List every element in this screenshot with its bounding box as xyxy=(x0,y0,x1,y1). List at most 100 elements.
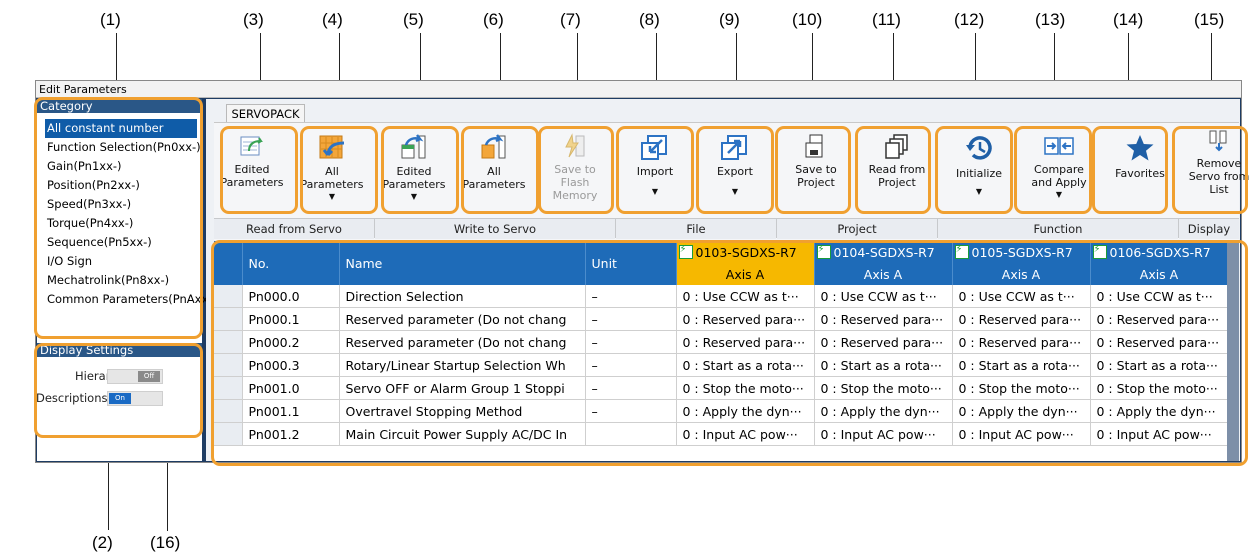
param-value-cell[interactable]: 0 : Input AC pow··· xyxy=(676,422,815,446)
dropdown-caret-icon: ▼ xyxy=(410,192,418,201)
param-value-cell[interactable]: 0 : Reserved para··· xyxy=(676,307,815,331)
parameter-grid[interactable]: No. Name Unit 0103-SGDXS-R7 0104-SGDXS-R… xyxy=(214,241,1239,461)
category-heading: Category xyxy=(37,99,202,113)
param-value-cell[interactable]: 0 : Use CCW as t··· xyxy=(952,285,1091,308)
button-label: All xyxy=(325,165,339,178)
param-value-cell[interactable]: 0 : Stop the moto··· xyxy=(952,376,1091,400)
row-selector[interactable] xyxy=(214,353,243,377)
compare-and-apply-button[interactable]: Compare and Apply ▼ xyxy=(1021,125,1097,215)
param-unit: – xyxy=(585,285,677,308)
param-unit xyxy=(585,422,677,446)
row-header-corner xyxy=(214,241,243,285)
read-from-project-button[interactable]: Read from Project xyxy=(860,125,934,215)
param-value-cell[interactable]: 0 : Use CCW as t··· xyxy=(676,285,815,308)
read-edited-parameters-button[interactable]: Edited Parameters xyxy=(214,125,290,215)
table-row[interactable]: Pn001.1 Overtravel Stopping Method – 0 :… xyxy=(214,399,1229,423)
hierarchy-toggle[interactable]: Off xyxy=(107,369,163,384)
category-item[interactable]: I/O Sign xyxy=(47,254,93,268)
param-value-cell[interactable]: 0 : Reserved para··· xyxy=(952,330,1091,354)
param-value-cell[interactable]: 0 : Start as a rota··· xyxy=(676,353,815,377)
param-name: Reserved parameter (Do not chang xyxy=(339,307,586,331)
row-selector[interactable] xyxy=(214,422,243,446)
button-label: Flash xyxy=(560,176,590,189)
table-row[interactable]: Pn001.2 Main Circuit Power Supply AC/DC … xyxy=(214,422,1229,446)
callout-label: (3) xyxy=(243,10,264,29)
row-selector[interactable] xyxy=(214,376,243,400)
table-row[interactable]: Pn000.2 Reserved parameter (Do not chang… xyxy=(214,330,1229,354)
param-value-cell[interactable]: 0 : Stop the moto··· xyxy=(814,376,953,400)
save-to-flash-memory-button[interactable]: Save to Flash Memory xyxy=(538,125,612,215)
read-all-icon xyxy=(319,135,345,159)
table-row[interactable]: Pn000.1 Reserved parameter (Do not chang… xyxy=(214,307,1229,331)
param-value-cell[interactable]: 0 : Apply the dyn··· xyxy=(952,399,1091,423)
category-list[interactable]: All constant number Function Selection(P… xyxy=(45,119,217,309)
category-item[interactable]: Speed(Pn3xx-) xyxy=(47,197,132,211)
param-value-cell[interactable]: 0 : Start as a rota··· xyxy=(814,353,953,377)
column-header-unit[interactable]: Unit xyxy=(585,241,677,285)
row-selector[interactable] xyxy=(214,330,243,354)
button-label: Project xyxy=(797,176,835,189)
param-value-cell[interactable]: 0 : Use CCW as t··· xyxy=(814,285,953,308)
row-selector[interactable] xyxy=(214,307,243,331)
param-name: Overtravel Stopping Method xyxy=(339,399,586,423)
device-header[interactable]: 0103-SGDXS-R7 xyxy=(676,241,815,263)
initialize-icon xyxy=(966,136,992,160)
write-all-parameters-button[interactable]: All Parameters xyxy=(456,125,532,215)
export-button[interactable]: Export ▼ xyxy=(697,125,773,215)
callout-label: (16) xyxy=(150,533,181,552)
param-unit: – xyxy=(585,353,677,377)
param-value-cell[interactable]: 0 : Input AC pow··· xyxy=(814,422,953,446)
save-to-project-button[interactable]: Save to Project xyxy=(779,125,853,215)
category-item[interactable]: Gain(Pn1xx-) xyxy=(47,159,122,173)
flash-icon xyxy=(565,133,585,158)
callout-label: (9) xyxy=(719,10,740,29)
category-item[interactable]: Torque(Pn4xx-) xyxy=(47,216,134,230)
category-item[interactable]: Mechatrolink(Pn8xx-) xyxy=(47,273,170,287)
axis-header[interactable]: Axis A xyxy=(952,263,1091,285)
table-row[interactable]: Pn000.3 Rotary/Linear Startup Selection … xyxy=(214,353,1229,377)
import-button[interactable]: Import ▼ xyxy=(617,125,693,215)
row-selector[interactable] xyxy=(214,285,243,308)
button-label: Project xyxy=(878,176,916,189)
favorites-button[interactable]: Favorites xyxy=(1102,125,1178,215)
column-header-no[interactable]: No. xyxy=(242,241,340,285)
column-header-name[interactable]: Name xyxy=(339,241,586,285)
write-all-icon xyxy=(481,134,506,159)
param-value-cell[interactable]: 0 : Reserved para··· xyxy=(814,307,953,331)
param-unit: – xyxy=(585,330,677,354)
param-value-cell[interactable]: 0 : Stop the moto··· xyxy=(676,376,815,400)
group-separator xyxy=(937,218,938,238)
category-item[interactable]: Sequence(Pn5xx-) xyxy=(47,235,152,249)
table-row[interactable]: Pn000.0 Direction Selection – 0 : Use CC… xyxy=(214,285,1229,308)
descriptions-toggle[interactable]: On xyxy=(107,391,163,406)
param-value-cell[interactable]: 0 : Start as a rota··· xyxy=(952,353,1091,377)
category-item[interactable]: Function Selection(Pn0xx-) xyxy=(47,140,201,154)
category-item[interactable]: Position(Pn2xx-) xyxy=(47,178,140,192)
category-item[interactable]: All constant number xyxy=(45,119,197,138)
initialize-button[interactable]: Initialize ▼ xyxy=(941,125,1017,215)
table-row[interactable]: Pn001.0 Servo OFF or Alarm Group 1 Stopp… xyxy=(214,376,1229,400)
param-value-cell[interactable]: 0 : Reserved para··· xyxy=(814,330,953,354)
device-header[interactable]: 0105-SGDXS-R7 xyxy=(952,241,1091,263)
param-value-cell[interactable]: 0 : Apply the dyn··· xyxy=(676,399,815,423)
device-name: 0105-SGDXS-R7 xyxy=(971,244,1073,260)
vertical-scrollbar[interactable] xyxy=(1227,241,1239,461)
axis-header[interactable]: Axis A xyxy=(1090,263,1229,285)
write-edited-icon xyxy=(401,134,426,159)
param-value-cell[interactable]: 0 : Input AC pow··· xyxy=(952,422,1091,446)
param-value-cell[interactable]: 0 : Apply the dyn··· xyxy=(814,399,953,423)
row-selector[interactable] xyxy=(214,399,243,423)
axis-header[interactable]: Axis A xyxy=(676,263,815,285)
param-value-cell[interactable]: 0 : Reserved para··· xyxy=(952,307,1091,331)
param-value-cell[interactable]: 0 : Reserved para··· xyxy=(676,330,815,354)
device-header[interactable]: 0106-SGDXS-R7 xyxy=(1090,241,1229,263)
axis-header[interactable]: Axis A xyxy=(814,263,953,285)
read-all-parameters-button[interactable]: All Parameters ▼ xyxy=(294,125,370,215)
write-edited-parameters-button[interactable]: Edited Parameters ▼ xyxy=(376,125,452,215)
callout-label: (5) xyxy=(403,10,424,29)
remove-servo-from-list-button[interactable]: Remove Servo from List xyxy=(1180,125,1258,215)
device-header[interactable]: 0104-SGDXS-R7 xyxy=(814,241,953,263)
edit-parameters-window: Edit Parameters Category All constant nu… xyxy=(35,80,1249,463)
tab-servopack[interactable]: SERVOPACK xyxy=(226,104,305,123)
category-item[interactable]: Common Parameters(PnAxx-) xyxy=(47,292,217,306)
